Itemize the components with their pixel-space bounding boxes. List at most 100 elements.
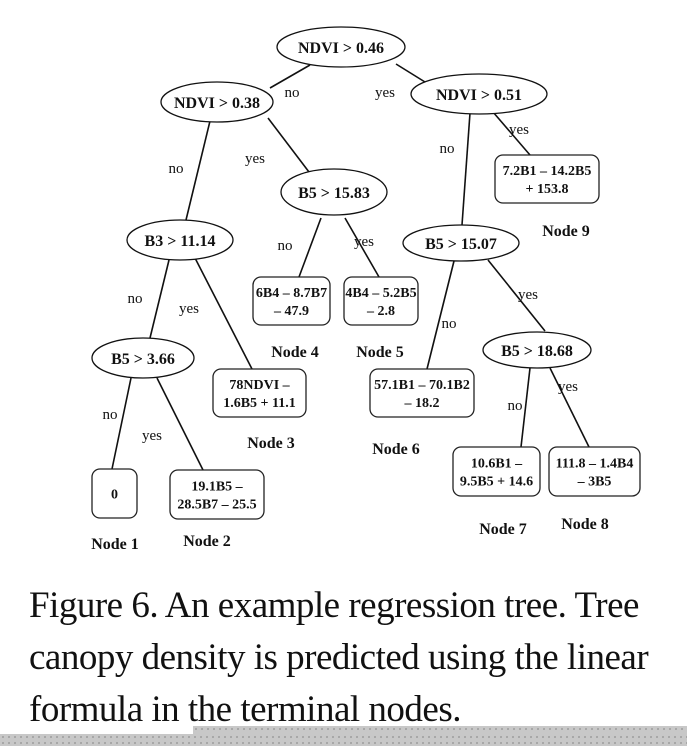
tree-edge-no: [461, 112, 471, 226]
tree-edge-yes: [267, 117, 310, 173]
edge-label-yes: yes: [509, 122, 529, 138]
split-node: B5 > 3.66: [91, 337, 195, 379]
tree-edge-yes: [395, 63, 426, 83]
tree-edge-yes: [549, 367, 590, 448]
leaf-formula-line: 1.6B5 + 11.1: [223, 396, 296, 411]
split-node: B5 > 15.83: [280, 168, 388, 216]
edge-label-yes: yes: [179, 301, 199, 317]
edge-label-no: no: [169, 161, 184, 177]
edge-label-no: no: [128, 291, 143, 307]
tree-edge-yes: [344, 217, 380, 278]
leaf-formula-line: 10.6B1 –: [471, 457, 523, 472]
edge-label-yes: yes: [375, 85, 395, 101]
edge-label-no: no: [285, 85, 300, 101]
leaf-node-label: Node 3: [247, 435, 295, 452]
leaf-formula-line: + 153.8: [526, 182, 569, 197]
edge-label-yes: yes: [354, 234, 374, 250]
tree-edge-yes: [487, 259, 546, 332]
leaf-box: [212, 368, 307, 418]
leaf-formula-line: 0: [111, 488, 118, 503]
leaf-box: [494, 154, 600, 204]
edge-label-no: no: [508, 398, 523, 414]
split-condition: NDVI > 0.51: [436, 87, 522, 104]
leaf-formula-line: 78NDVI –: [229, 378, 290, 393]
tree-edge-no: [111, 377, 132, 470]
edge-label-no: no: [278, 238, 293, 254]
tree-edge-yes: [492, 111, 531, 156]
tree-edge-yes: [156, 377, 204, 471]
split-condition: NDVI > 0.46: [298, 40, 384, 57]
edge-label-no: no: [103, 407, 118, 423]
leaf-node-label: Node 1: [91, 536, 139, 553]
split-node: NDVI > 0.46: [276, 26, 406, 68]
edge-label-yes: yes: [142, 428, 162, 444]
leaf-box: [252, 276, 331, 326]
edge-label-yes: yes: [558, 379, 578, 395]
split-ellipse: [402, 224, 520, 262]
leaf-box: [452, 446, 541, 497]
edge-label-yes: yes: [518, 287, 538, 303]
tree-edge-no: [426, 260, 455, 370]
tree-edge-no: [269, 64, 311, 89]
leaf-formula-line: 9.5B5 + 14.6: [460, 475, 533, 490]
leaf-formula-line: – 18.2: [404, 396, 440, 411]
tree-edge-no: [298, 217, 322, 278]
leaf-node-label: Node 6: [372, 441, 420, 458]
split-ellipse: [160, 81, 274, 123]
scan-artifact: [0, 734, 687, 746]
leaf-formula-line: 19.1B5 –: [191, 480, 243, 495]
split-condition: NDVI > 0.38: [174, 95, 260, 112]
leaf-box: [369, 368, 475, 418]
leaf-node-label: Node 9: [542, 223, 590, 240]
split-ellipse: [276, 26, 406, 68]
leaf-formula-line: 6B4 – 8.7B7: [256, 286, 327, 301]
leaf-formula-line: – 47.9: [273, 304, 309, 319]
caption-line-1: Figure 6. An example regression tree. Tr…: [29, 585, 639, 626]
split-ellipse: [280, 168, 388, 216]
leaf-node-label: Node 8: [561, 516, 609, 533]
caption-line-3: formula in the terminal nodes.: [29, 689, 461, 730]
leaf-formula-line: 57.1B1 – 70.1B2: [374, 378, 470, 393]
tree-edge-yes: [194, 257, 253, 370]
leaf-node-label: Node 5: [356, 344, 404, 361]
split-ellipse: [126, 219, 234, 261]
scan-artifact: [193, 726, 687, 736]
split-node: NDVI > 0.51: [410, 73, 548, 115]
leaf-formula-line: 7.2B1 – 14.2B5: [503, 164, 592, 179]
edge-label-yes: yes: [245, 151, 265, 167]
split-condition: B3 > 11.14: [145, 233, 216, 250]
edge-label-no: no: [442, 316, 457, 332]
leaf-box: [343, 276, 419, 326]
split-node: B5 > 15.07: [402, 224, 520, 262]
edges-layer: no yes no yes no yes no yes no yes no yes no yes no yes: [103, 63, 590, 471]
leaf-node-label: Node 7: [479, 521, 527, 538]
tree-edge-no: [520, 367, 531, 448]
leaf-formula-line: – 3B5: [577, 475, 612, 490]
split-node: NDVI > 0.38: [160, 81, 274, 123]
leaf-formula-line: – 2.8: [366, 304, 395, 319]
split-condition: B5 > 3.66: [111, 351, 175, 368]
leaf-node-label: Node 2: [183, 533, 231, 550]
leaf-box: [548, 446, 641, 497]
leaf-node-label: Node 4: [271, 344, 319, 361]
edge-label-no: no: [440, 141, 455, 157]
tree-edge-no: [185, 120, 211, 221]
split-ellipse: [91, 337, 195, 379]
tree-edge-no: [149, 259, 170, 339]
regression-tree-diagram: no yes no yes no yes no yes no yes no yes no yes no yes…: [91, 26, 641, 553]
split-condition: B5 > 18.68: [501, 343, 573, 360]
leaf-box: [169, 469, 265, 520]
split-ellipse: [482, 331, 592, 369]
split-condition: B5 > 15.83: [298, 185, 370, 202]
caption-line-2: canopy density is predicted using the li…: [29, 637, 649, 678]
split-node: B3 > 11.14: [126, 219, 234, 261]
